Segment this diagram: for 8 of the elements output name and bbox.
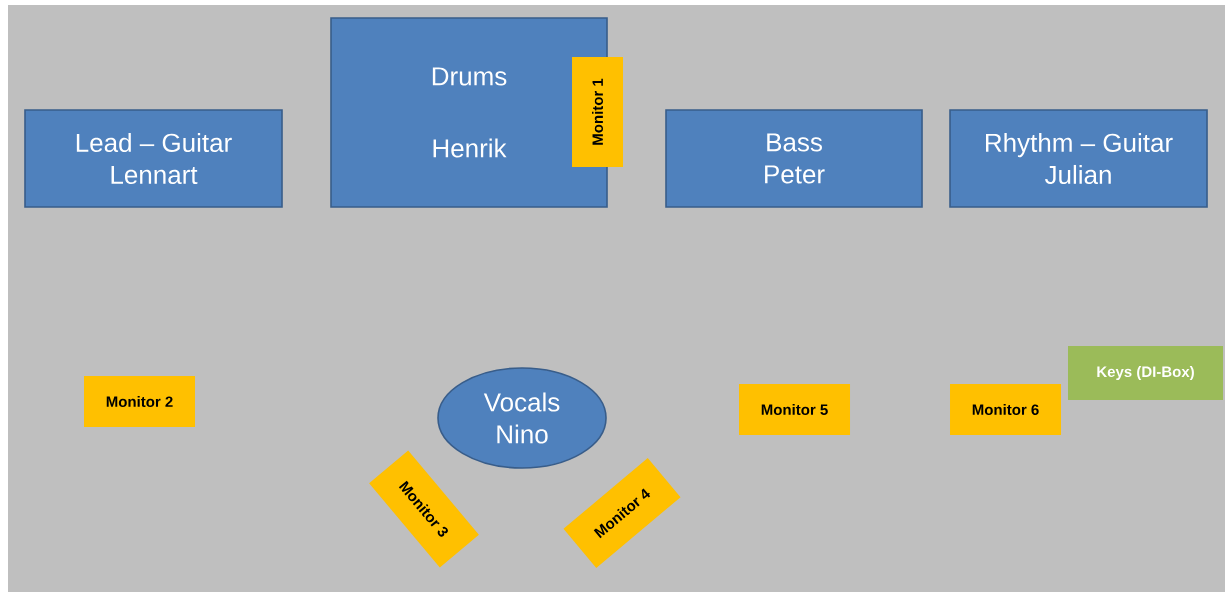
keys-box: Keys (DI-Box) [1068,346,1223,400]
monitor-box: Monitor 6 [950,384,1061,435]
musician-box: Rhythm – Guitar Julian [949,109,1208,208]
monitor-box: Monitor 1 [572,57,623,167]
musician-box: Bass Peter [665,109,923,208]
musician-box: Lead – Guitar Lennart [24,109,283,208]
monitor-box: Monitor 5 [739,384,850,435]
monitor-box: Monitor 2 [84,376,195,427]
